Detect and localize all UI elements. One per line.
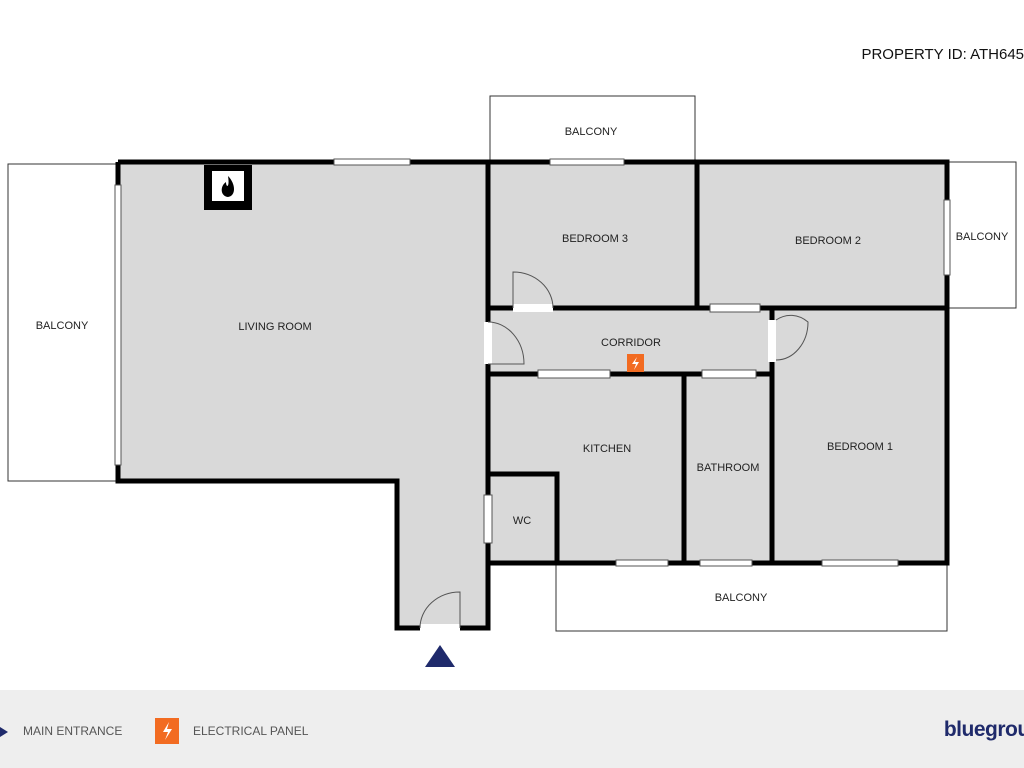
bathroom-floor — [684, 374, 772, 563]
door-entrance[interactable] — [420, 624, 460, 632]
label-kitchen: KITCHEN — [583, 443, 631, 455]
door-bedroom1[interactable] — [768, 320, 776, 362]
main-entrance-icon — [425, 645, 455, 667]
kitchen-floor — [487, 374, 684, 563]
bedroom3-floor — [487, 162, 697, 308]
balcony-bottom — [555, 562, 948, 632]
fireplace-icon — [204, 165, 252, 210]
brand-logo: bluegroup — [943, 718, 1024, 741]
property-id: PROPERTY ID: ATH645 — [861, 46, 1024, 63]
door-corridor-west[interactable] — [484, 322, 492, 364]
label-bathroom: BATHROOM — [697, 462, 760, 474]
bedroom1-floor — [772, 308, 947, 563]
label-balcony-top: BALCONY — [565, 126, 618, 138]
label-bedroom3: BEDROOM 3 — [562, 233, 628, 245]
label-balcony-right: BALCONY — [956, 231, 1009, 243]
living-room-floor — [118, 162, 487, 628]
label-wc: WC — [513, 515, 531, 527]
electrical-panel-icon — [627, 354, 644, 372]
label-balcony-bottom: BALCONY — [715, 592, 768, 604]
label-balcony-left: BALCONY — [36, 320, 89, 332]
legend-main-entrance: MAIN ENTRANCE — [23, 724, 123, 738]
label-living-room: LIVING ROOM — [238, 321, 311, 333]
label-bedroom2: BEDROOM 2 — [795, 235, 861, 247]
label-corridor: CORRIDOR — [601, 337, 661, 349]
door-bedroom3[interactable] — [513, 304, 553, 312]
legend-electrical-panel: ELECTRICAL PANEL — [193, 724, 309, 738]
label-bedroom1: BEDROOM 1 — [827, 441, 893, 453]
bedroom2-floor — [697, 162, 947, 308]
main-entrance-legend-icon — [0, 727, 8, 737]
electrical-panel-legend-icon — [155, 718, 179, 744]
floor-plan: LIVING ROOM BEDROOM 3 BEDROOM 2 CORRIDOR… — [7, 95, 1017, 667]
legend-footer: MAIN ENTRANCE ELECTRICAL PANEL bluegroup — [0, 690, 1024, 768]
